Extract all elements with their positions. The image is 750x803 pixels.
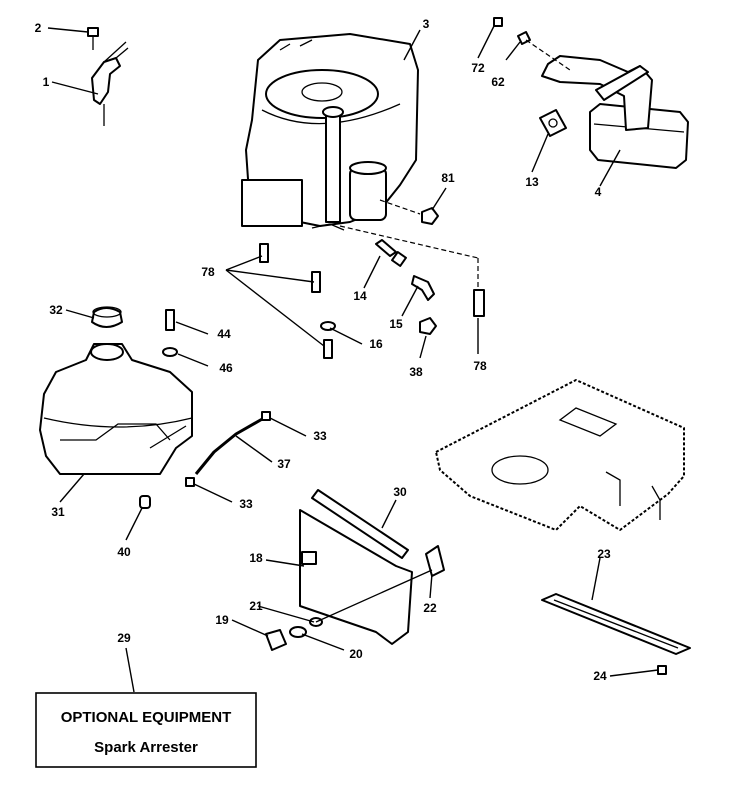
- part-72-screw: [493, 17, 503, 27]
- part-3-engine: [241, 33, 419, 231]
- callout-38: 38: [409, 365, 423, 379]
- chassis-frame: [435, 379, 685, 531]
- callout-3: 3: [423, 17, 430, 31]
- optional-equipment-title: OPTIONAL EQUIPMENT: [61, 709, 232, 726]
- callout-1: 1: [43, 75, 50, 89]
- callout-2: 2: [35, 21, 42, 35]
- part-30-channel: [311, 489, 409, 559]
- part-33-clamp-top: [261, 411, 271, 421]
- part-4-muffler: [541, 55, 689, 169]
- part-23-plate: [541, 593, 691, 655]
- part-37-fuel-line: [194, 416, 265, 475]
- part-14-fitting: [375, 239, 407, 267]
- callout-16: 16: [369, 337, 383, 351]
- part-22-bracket: [425, 545, 445, 577]
- callout-33-top: 33: [313, 429, 327, 443]
- part-40-grommet: [139, 495, 151, 509]
- part-81-nut: [421, 207, 439, 225]
- callout-15: 15: [389, 317, 403, 331]
- part-1-throttle-bracket: [91, 41, 129, 126]
- optional-equipment-subtitle: Spark Arrester: [94, 739, 198, 756]
- part-13-gasket: [539, 109, 567, 137]
- callout-81: 81: [441, 171, 455, 185]
- part-46-washer: [162, 347, 178, 357]
- callout-20: 20: [349, 647, 363, 661]
- callout-4: 4: [595, 185, 602, 199]
- callout-40: 40: [117, 545, 131, 559]
- callout-21: 21: [249, 599, 263, 613]
- part-16-washer: [320, 321, 336, 359]
- leader-lines: [47, 25, 659, 693]
- callout-32: 32: [49, 303, 63, 317]
- part-20-spacer: [289, 626, 307, 638]
- part-44-bolt: [165, 309, 175, 331]
- callout-31: 31: [51, 505, 65, 519]
- callout-14: 14: [353, 289, 367, 303]
- callout-13: 13: [525, 175, 539, 189]
- part-33-clamp-bottom: [185, 477, 195, 487]
- part-78-bolt: [259, 243, 485, 317]
- callout-37: 37: [277, 457, 291, 471]
- callout-44: 44: [217, 327, 231, 341]
- callout-22: 22: [423, 601, 437, 615]
- part-31-fuel-tank: [39, 343, 193, 475]
- callout-78-right: 78: [473, 359, 487, 373]
- callout-24: 24: [593, 669, 607, 683]
- part-19-knob: [265, 629, 287, 651]
- callout-18: 18: [249, 551, 263, 565]
- part-18-shield: [299, 509, 413, 645]
- callout-labels: 2 1 3 72 62 13 4 81 78 14 15 16 38 78 32…: [35, 17, 611, 683]
- part-32-fuel-cap: [91, 306, 123, 328]
- callout-72: 72: [471, 61, 485, 75]
- part-15-elbow: [411, 275, 435, 301]
- callout-29: 29: [117, 631, 131, 645]
- part-2-screw: [87, 27, 99, 50]
- callout-46: 46: [219, 361, 233, 375]
- callout-78-left: 78: [201, 265, 215, 279]
- callout-19: 19: [215, 613, 229, 627]
- part-38-nut: [419, 317, 437, 335]
- callout-23: 23: [597, 547, 611, 561]
- callout-33-bottom: 33: [239, 497, 253, 511]
- part-24-screw: [657, 665, 667, 675]
- callout-62: 62: [491, 75, 505, 89]
- optional-equipment-box: OPTIONAL EQUIPMENT Spark Arrester: [35, 692, 257, 768]
- callout-30: 30: [393, 485, 407, 499]
